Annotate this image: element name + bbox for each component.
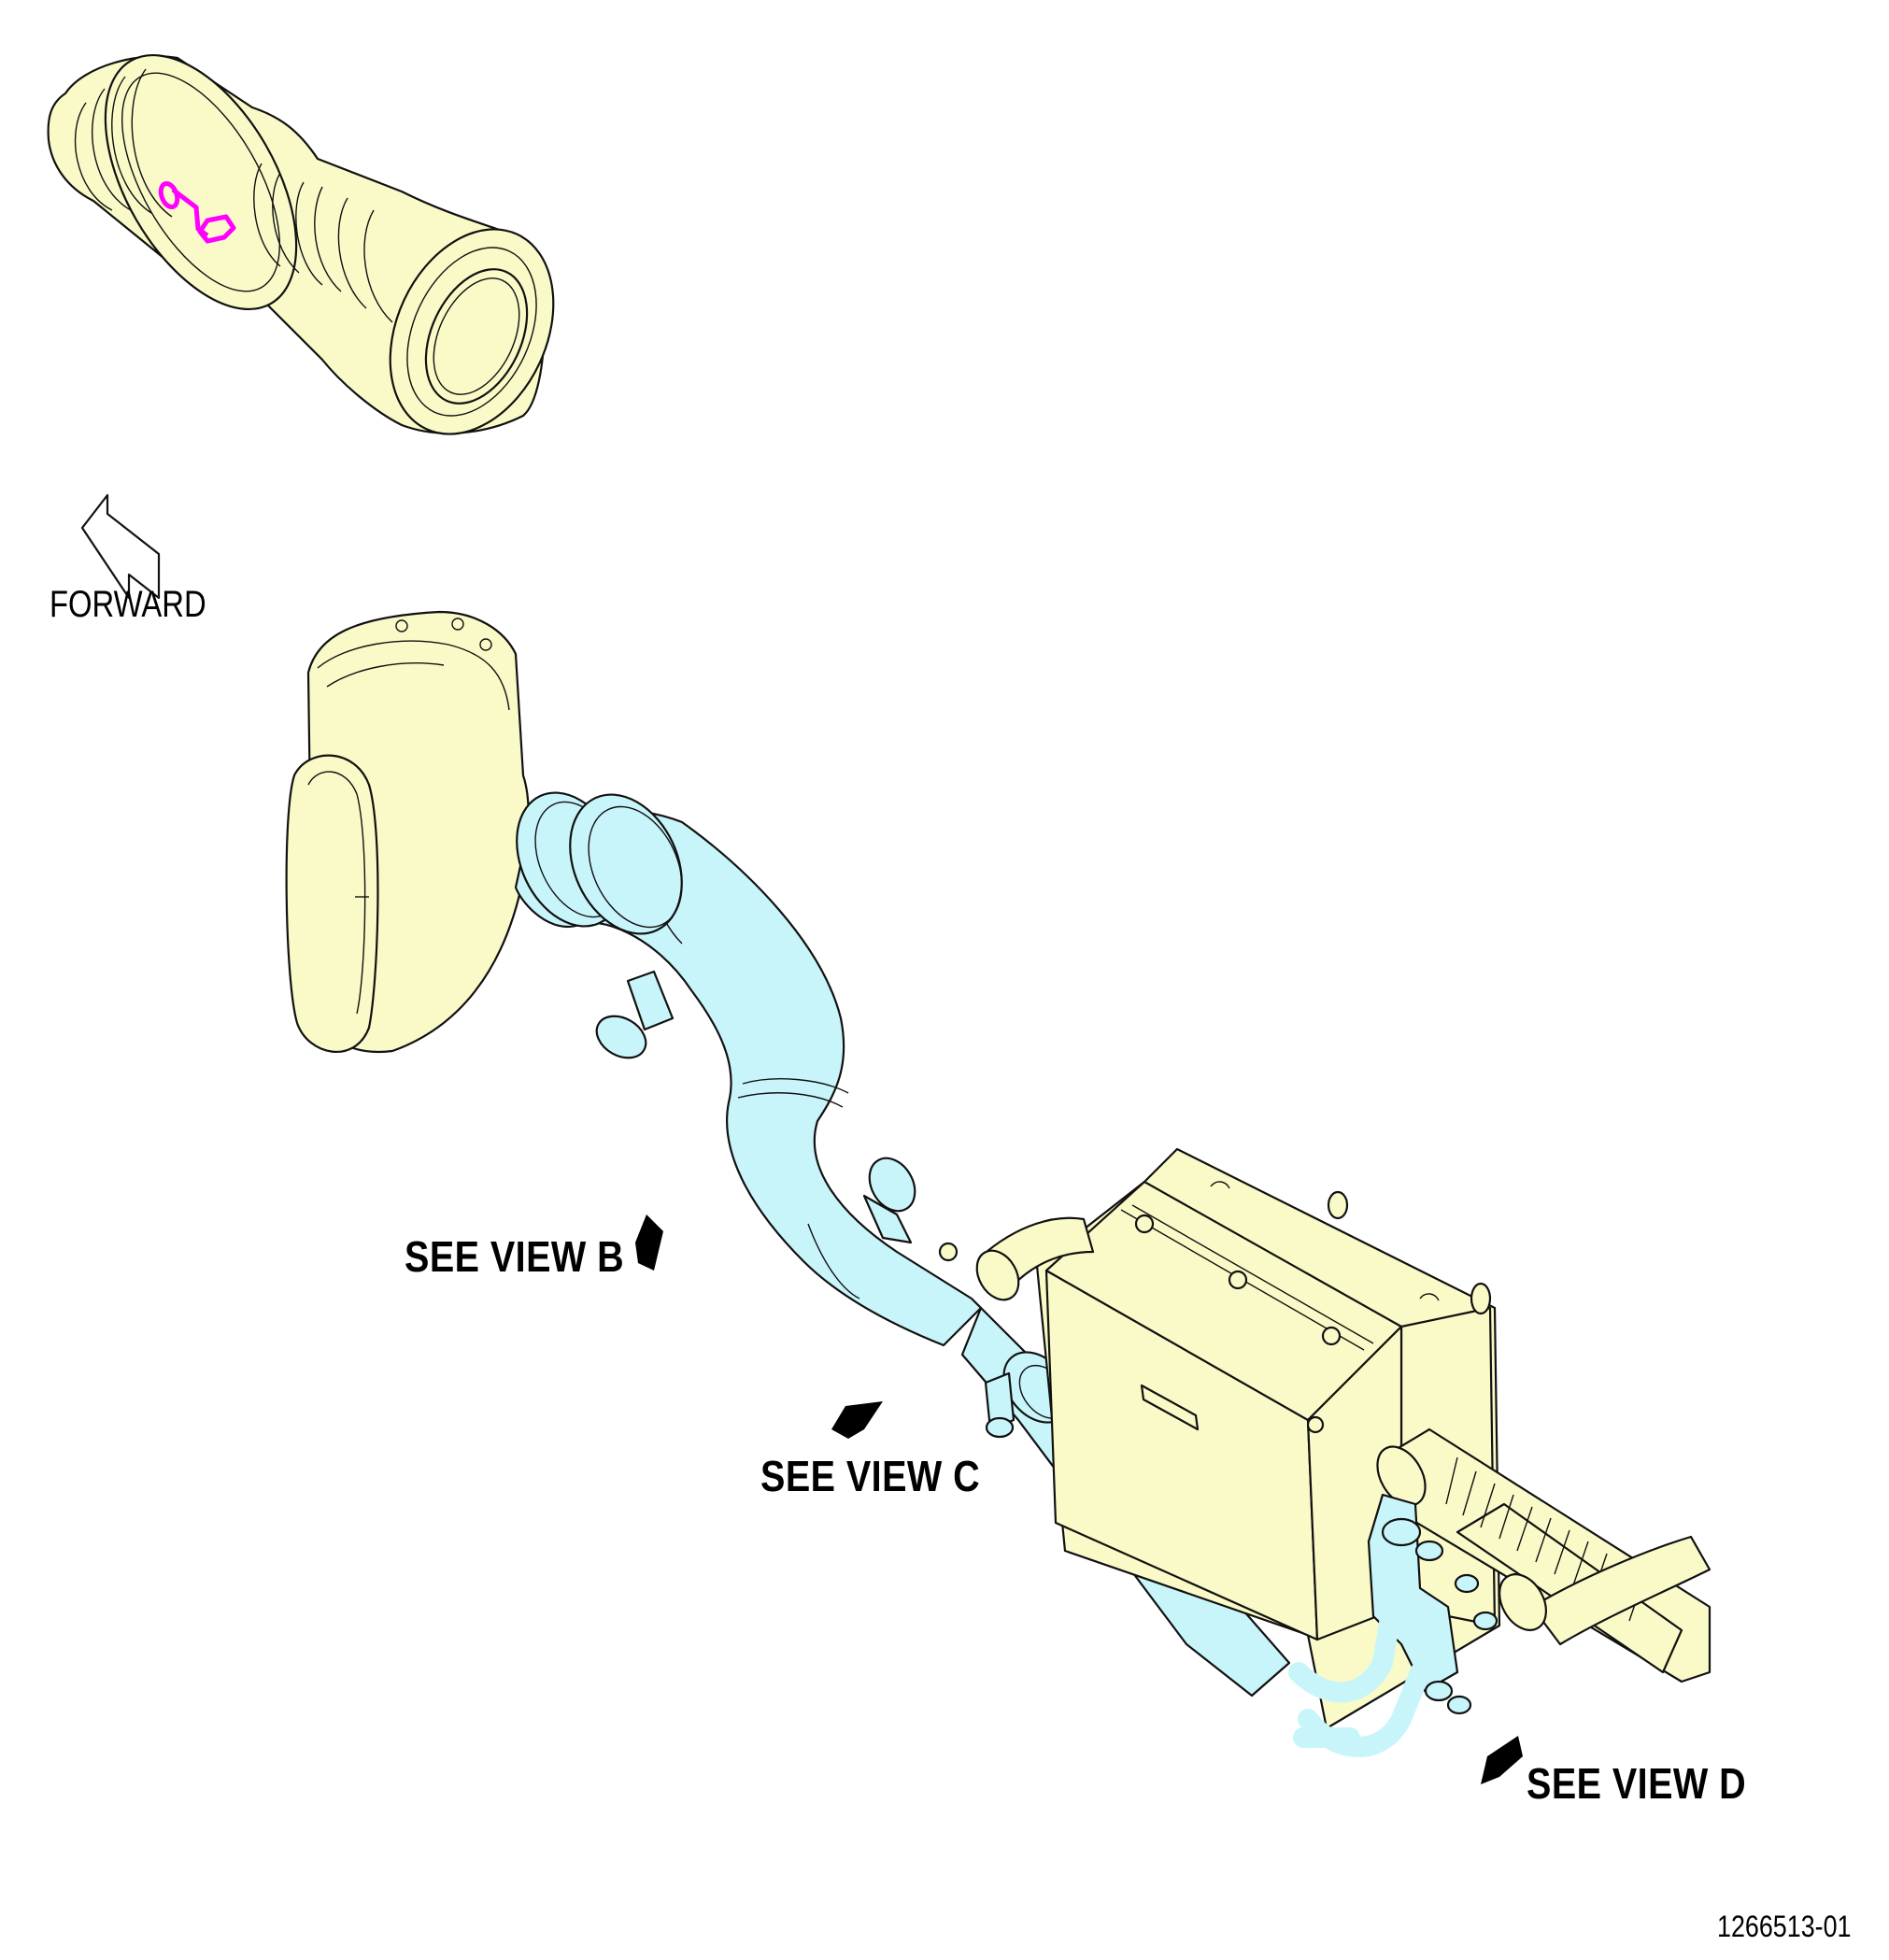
figure-number: 1266513-01 [1717, 1910, 1852, 1943]
intake-plenum [285, 610, 530, 1053]
engine-assembly [47, 53, 555, 435]
highlighted-fitting [158, 180, 236, 244]
see-view-b-callout[interactable]: SEE VIEW B [405, 1232, 625, 1281]
see-view-d-callout[interactable]: SEE VIEW D [1527, 1759, 1747, 1808]
forward-flange [104, 53, 298, 311]
exhaust-opening [424, 268, 529, 405]
view-c-arrow [831, 1401, 883, 1439]
intake-inlet [285, 754, 379, 1053]
sense-lines [1288, 1493, 1498, 1757]
view-arrow-icon [635, 1214, 1523, 1784]
view-b-arrow [635, 1214, 663, 1271]
forward-label: FORWARD [50, 584, 206, 625]
air-hoses [1376, 1427, 1711, 1683]
forward-arrow-icon [80, 493, 161, 600]
view-d-arrow [1481, 1736, 1523, 1784]
see-view-c-callout[interactable]: SEE VIEW C [760, 1452, 981, 1500]
